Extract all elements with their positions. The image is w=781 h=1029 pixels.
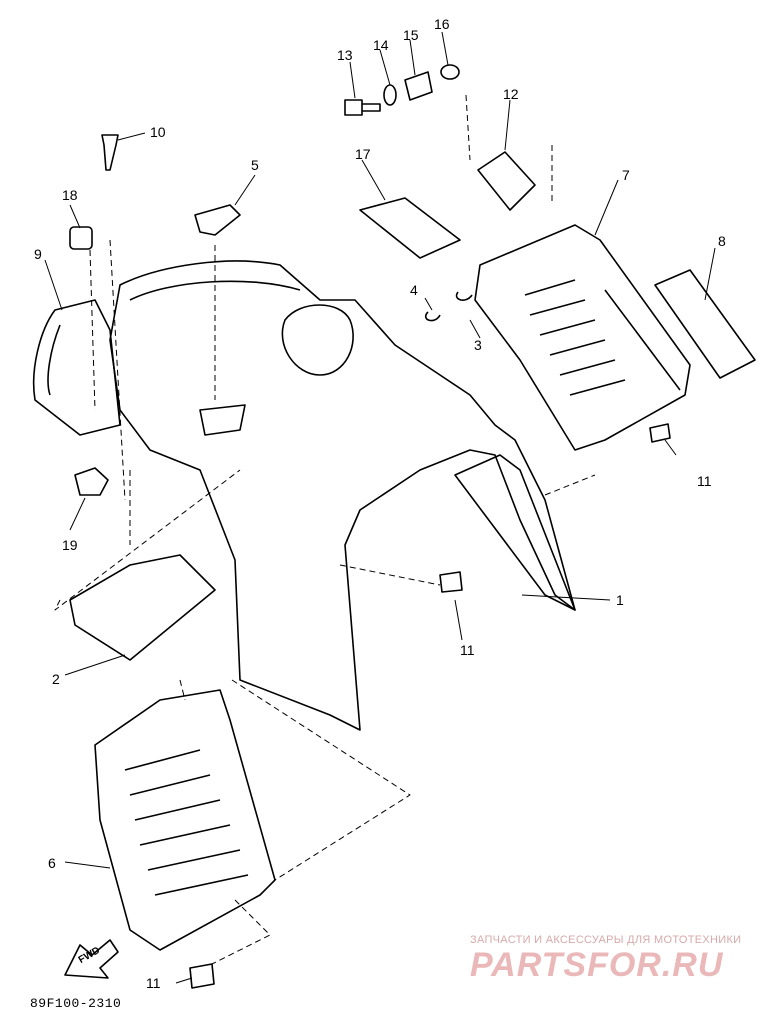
callout-16: 16 <box>434 16 450 32</box>
callout-2: 2 <box>52 671 60 687</box>
right-grille-slats <box>524 279 681 396</box>
watermark-tagline: ЗАПЧАСТИ И АКСЕССУАРЫ ДЛЯ МОТОТЕХНИКИ <box>470 934 742 946</box>
collar-15 <box>404 71 433 101</box>
cowl-inner-curve <box>129 280 301 301</box>
grommet-16 <box>440 64 460 80</box>
leader-lines <box>44 31 716 984</box>
callout-3: 3 <box>474 337 482 353</box>
callout-12: 12 <box>503 86 519 102</box>
headlight-opening <box>281 304 354 376</box>
callout-15: 15 <box>403 27 419 43</box>
fwd-arrow-icon <box>64 939 119 979</box>
callout-14: 14 <box>373 37 389 53</box>
seal-strip <box>654 269 756 379</box>
right-grille-panel <box>474 224 691 451</box>
clip-part <box>194 204 241 236</box>
nut-19 <box>74 467 109 496</box>
cowl-right-panel <box>454 454 576 611</box>
washer-14 <box>383 84 397 106</box>
clip-4 <box>424 311 441 322</box>
callout-4: 4 <box>410 282 418 298</box>
bolt-11-lower <box>189 963 215 989</box>
callout-11-right: 11 <box>697 473 712 489</box>
callout-1: 1 <box>616 592 624 608</box>
bolt-10 <box>101 134 119 171</box>
callout-18: 18 <box>62 187 78 203</box>
left-grille-slats <box>124 749 249 896</box>
bolt-11-center <box>439 571 463 593</box>
grommet-18 <box>69 226 93 250</box>
bolt-11-right <box>649 423 671 443</box>
callout-11-center: 11 <box>460 642 475 658</box>
decal-pad <box>359 197 461 259</box>
callout-7: 7 <box>622 167 630 183</box>
callout-9: 9 <box>34 246 42 262</box>
side-inner-panel <box>32 299 121 436</box>
callout-13: 13 <box>337 47 353 63</box>
watermark-brand: PARTSFOR.RU <box>470 946 724 984</box>
side-inner-curve <box>47 324 61 396</box>
front-cowl-shape <box>109 260 576 731</box>
callout-17: 17 <box>355 146 371 162</box>
cowl-vent-window <box>199 404 246 436</box>
mount-bracket <box>477 151 536 211</box>
callout-10: 10 <box>150 124 166 140</box>
clip-3 <box>455 291 473 301</box>
assembly-lines <box>54 94 596 966</box>
callout-11-lower: 11 <box>146 975 161 991</box>
left-grille-panel <box>94 689 276 951</box>
callout-6: 6 <box>48 855 56 871</box>
callout-5: 5 <box>251 157 259 173</box>
callout-19: 19 <box>62 537 78 553</box>
callout-8: 8 <box>718 233 726 249</box>
bolt-13 <box>344 99 381 116</box>
lower-bracket <box>69 554 216 661</box>
diagram-code: 89F100-2310 <box>30 996 122 1011</box>
